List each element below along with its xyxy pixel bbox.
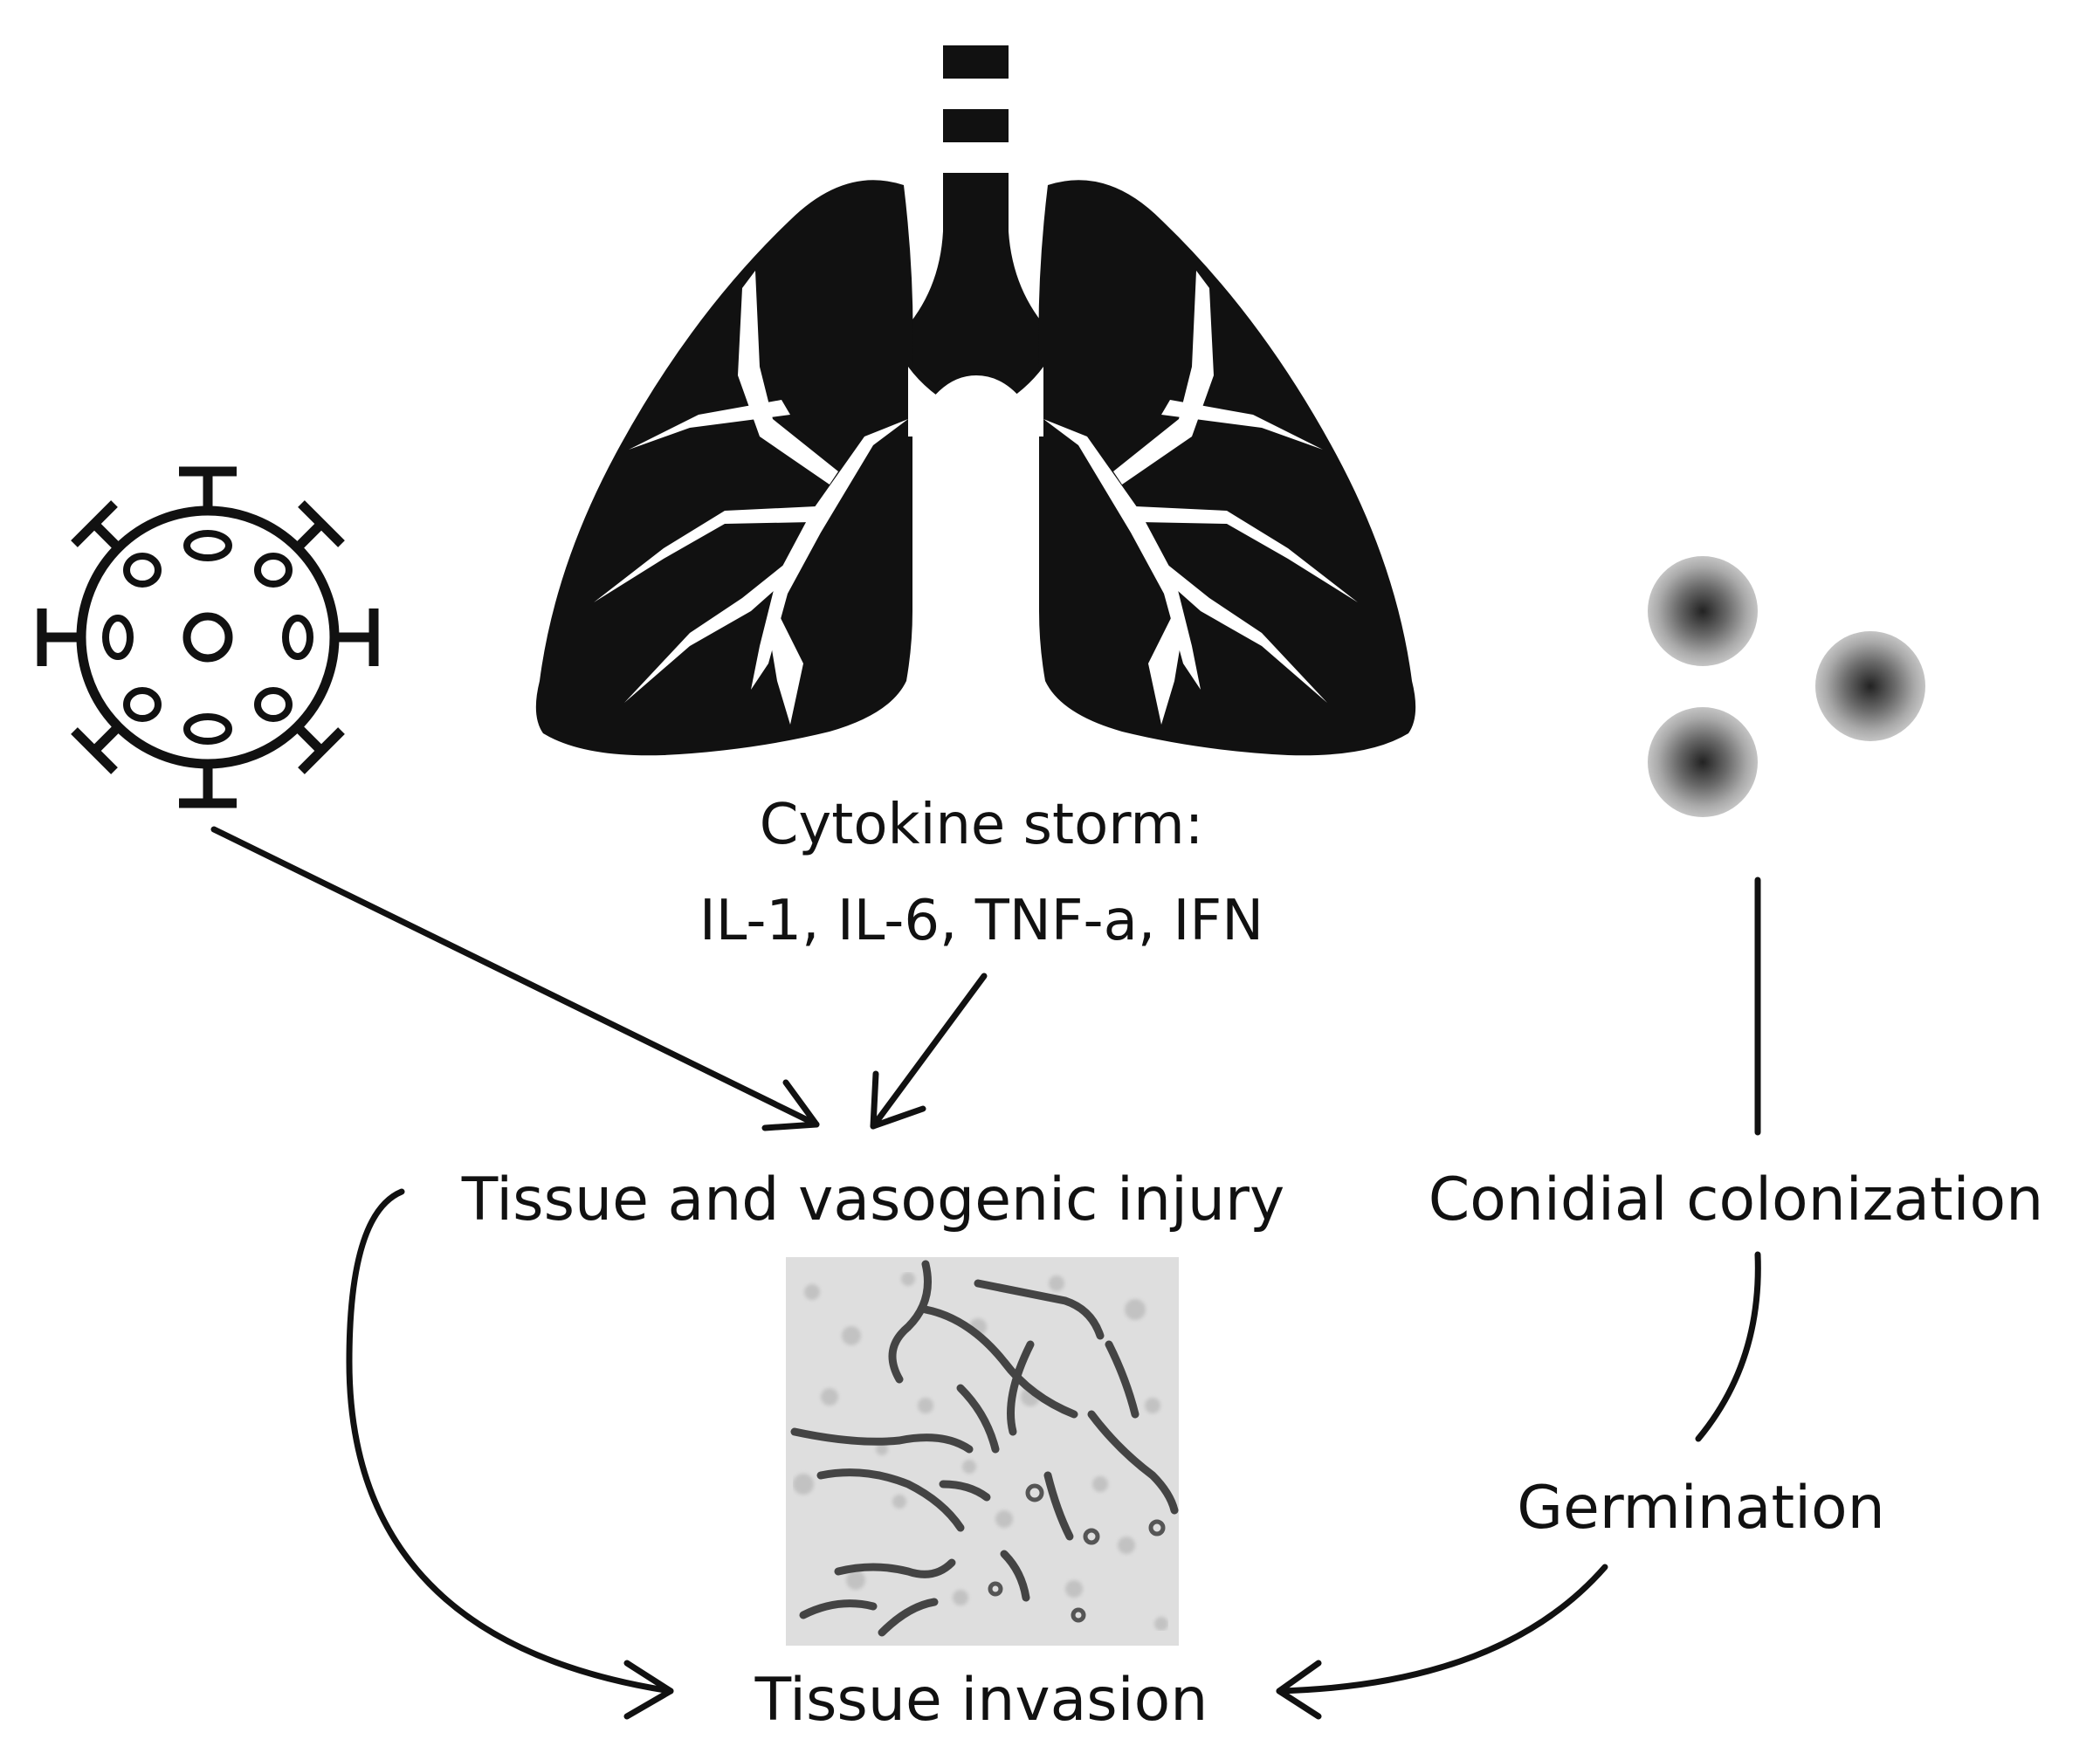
spore xyxy=(1648,707,1758,817)
virus-spikes xyxy=(37,466,379,808)
conidia-spores-icon xyxy=(1648,556,1925,817)
left-lung xyxy=(535,180,913,756)
right-lung xyxy=(1038,180,1416,756)
virus-capsomeres xyxy=(102,530,313,745)
spore xyxy=(1648,556,1758,666)
virus-icon xyxy=(37,466,379,808)
arrow-germination-to-invasion xyxy=(1276,1564,1608,1720)
lungs-icon xyxy=(535,45,1416,756)
germination-label: Germination xyxy=(1517,1474,1884,1543)
arrow-injury-to-invasion xyxy=(346,1188,674,1720)
tissue-invasion-label: Tissue invasion xyxy=(754,1666,1208,1735)
arrow-cytokine-to-injury xyxy=(870,973,988,1130)
cytokine-list-label: IL-1, IL-6, TNF-a, IFN xyxy=(699,889,1263,953)
trachea xyxy=(860,173,1091,437)
arrow-virus-to-injury xyxy=(210,826,820,1131)
conidial-colonization-label: Conidial colonization xyxy=(1429,1165,2043,1234)
right-bronchial-tree xyxy=(1043,271,1358,725)
tissue-injury-label: Tissue and vasogenic injury xyxy=(461,1165,1284,1234)
curve-colonization-to-germination xyxy=(1695,1251,1761,1442)
trachea-ring-middle xyxy=(943,109,1009,142)
cytokine-storm-label: Cytokine storm: xyxy=(760,793,1204,857)
spore xyxy=(1815,631,1925,741)
bronchi-split-left xyxy=(908,367,960,437)
virus-core xyxy=(182,612,233,663)
left-bronchial-tree xyxy=(594,271,908,725)
bronchi-split-right xyxy=(991,367,1043,437)
fungal-hyphae-micrograph xyxy=(786,1257,1179,1646)
trachea-ring-top xyxy=(943,45,1009,79)
